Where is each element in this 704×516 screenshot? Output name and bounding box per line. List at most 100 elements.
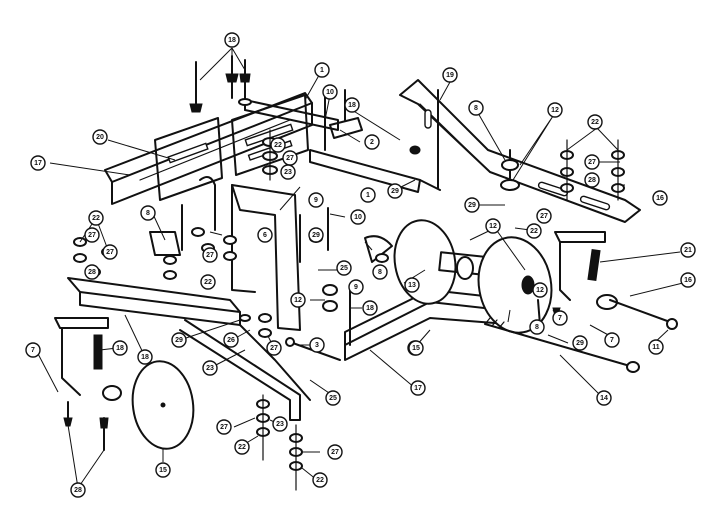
callout-balloon — [680, 272, 696, 288]
bolt-stack-top — [189, 55, 252, 113]
callout-27-c: 27 — [202, 247, 218, 263]
callout-23-c: 23 — [202, 360, 218, 376]
callout-number: 6 — [263, 232, 267, 239]
callout-balloon — [224, 32, 240, 48]
callout-balloon — [648, 339, 664, 355]
disc-blade-right — [477, 236, 553, 334]
callout-11: 11 — [648, 339, 664, 355]
callout-23-d: 23 — [272, 416, 288, 432]
callout-17-l: 17 — [30, 155, 46, 171]
callout-balloon — [102, 244, 118, 260]
callout-3: 3 — [309, 337, 325, 353]
callout-balloon — [364, 134, 380, 150]
callout-number: 20 — [96, 134, 104, 141]
callout-number: 1 — [366, 192, 370, 199]
callout-balloon — [270, 137, 286, 153]
callout-number: 16 — [684, 277, 692, 284]
callout-number: 9 — [314, 197, 318, 204]
callout-number: 25 — [340, 265, 348, 272]
callout-balloon — [234, 439, 250, 455]
callout-balloon — [536, 208, 552, 224]
callout-balloon — [442, 67, 458, 83]
callout-number: 12 — [489, 223, 497, 230]
callout-number: 27 — [270, 345, 278, 352]
callout-18-c: 18 — [362, 300, 378, 316]
callout-number: 8 — [146, 210, 150, 217]
callout-number: 27 — [331, 449, 339, 456]
callout-balloon — [257, 227, 273, 243]
callout-balloon — [596, 390, 612, 406]
callout-27-f: 27 — [327, 444, 343, 460]
callout-25: 25 — [336, 260, 352, 276]
callout-27-e: 27 — [216, 419, 232, 435]
callout-number: 17 — [34, 160, 42, 167]
callout-balloon — [387, 183, 403, 199]
drop-bracket — [231, 184, 301, 331]
callout-14: 14 — [596, 390, 612, 406]
callout-balloon — [266, 340, 282, 356]
callout-number: 22 — [204, 279, 212, 286]
callout-balloon — [410, 380, 426, 396]
callout-balloon — [314, 62, 330, 78]
callout-number: 27 — [286, 155, 294, 162]
callout-number: 27 — [220, 424, 228, 431]
callout-number: 7 — [558, 315, 562, 322]
callout-balloon — [309, 337, 325, 353]
callout-number: 10 — [326, 89, 334, 96]
callout-number: 26 — [227, 337, 235, 344]
callout-number: 15 — [159, 467, 167, 474]
callout-29-b: 29 — [464, 197, 480, 213]
callout-15-l: 15 — [155, 462, 171, 478]
callout-18-top: 18 — [224, 32, 240, 48]
callout-balloon — [112, 340, 128, 356]
callout-7-l: 7 — [25, 342, 41, 358]
callout-8-c: 8 — [372, 264, 388, 280]
callout-number: 18 — [228, 37, 236, 44]
callout-number: 29 — [468, 202, 476, 209]
callout-balloon — [348, 279, 364, 295]
callout-number: 21 — [684, 247, 692, 254]
callout-balloon — [272, 416, 288, 432]
right-side-rail — [399, 79, 641, 223]
callout-number: 27 — [88, 232, 96, 239]
callout-number: 8 — [474, 105, 478, 112]
callout-number: 12 — [551, 107, 559, 114]
callout-balloon — [336, 260, 352, 276]
callout-22-m: 22 — [270, 137, 286, 153]
callout-17-b: 17 — [410, 380, 426, 396]
callout-balloon — [572, 335, 588, 351]
callout-number: 28 — [588, 177, 596, 184]
callout-number: 27 — [588, 159, 596, 166]
callout-25-b: 25 — [325, 390, 341, 406]
callout-balloon — [202, 360, 218, 376]
callout-18-l: 18 — [112, 340, 128, 356]
callout-balloon — [552, 310, 568, 326]
callout-balloon — [216, 419, 232, 435]
callout-10-b: 10 — [350, 209, 366, 225]
left-wheel-bracket — [54, 317, 122, 401]
callout-number: 9 — [354, 284, 358, 291]
callout-balloon — [84, 264, 100, 280]
callout-balloon — [532, 282, 548, 298]
callout-22-l: 22 — [88, 210, 104, 226]
callout-13: 13 — [404, 277, 420, 293]
callout-number: 13 — [408, 282, 416, 289]
callout-number: 22 — [92, 215, 100, 222]
callout-10-a: 10 — [322, 84, 338, 100]
callout-28-bl: 28 — [70, 482, 86, 498]
callout-28-l: 28 — [84, 264, 100, 280]
callout-number: 27 — [106, 249, 114, 256]
callout-balloon — [680, 242, 696, 258]
callout-number: 29 — [576, 340, 584, 347]
callout-balloon — [290, 292, 306, 308]
callout-balloon — [308, 192, 324, 208]
callout-balloon — [327, 444, 343, 460]
callout-16-rr: 16 — [680, 272, 696, 288]
callout-7-b: 7 — [552, 310, 568, 326]
callout-27-m: 27 — [282, 150, 298, 166]
callout-12-l: 12 — [290, 292, 306, 308]
callout-balloon — [468, 100, 484, 116]
callout-number: 12 — [536, 287, 544, 294]
callout-number: 10 — [354, 214, 362, 221]
